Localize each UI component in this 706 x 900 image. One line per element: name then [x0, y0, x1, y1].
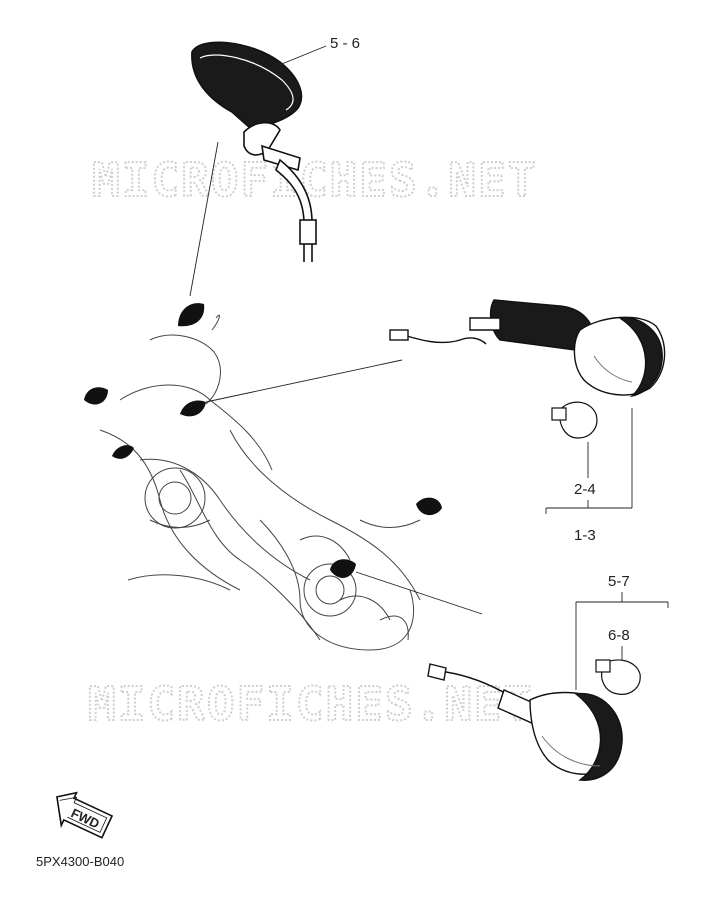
leader-line-mirror	[271, 45, 327, 69]
diagram-code: 5PX4300-B040	[36, 854, 124, 869]
watermark-top: MICROFICHES.NET	[92, 153, 537, 207]
callout-mirror: 5 - 6	[330, 35, 360, 52]
rear-bulb	[595, 659, 641, 695]
front-turn-signal	[389, 299, 666, 398]
leader-line-front-signal	[205, 359, 403, 403]
bracket-front	[545, 408, 633, 514]
rear-bracket	[575, 592, 669, 690]
motorcycle-outline	[99, 314, 421, 651]
leader-line-rear-signal	[355, 571, 483, 615]
leader-line-mirror-mount	[189, 141, 219, 297]
callout-rear-bulb: 6-8	[608, 627, 630, 644]
location-markers	[84, 303, 442, 578]
watermark-bottom: MICROFICHES.NET	[88, 677, 533, 731]
callout-front-bulb: 2-4	[574, 481, 596, 498]
mirror-assembly	[191, 41, 317, 262]
fwd-arrow-icon: FWD	[56, 791, 114, 839]
front-bulb	[551, 401, 598, 439]
callout-rear-assy: 5-7	[608, 573, 630, 590]
callout-front-assy: 1-3	[574, 527, 596, 544]
rear-turn-signal	[427, 663, 623, 781]
